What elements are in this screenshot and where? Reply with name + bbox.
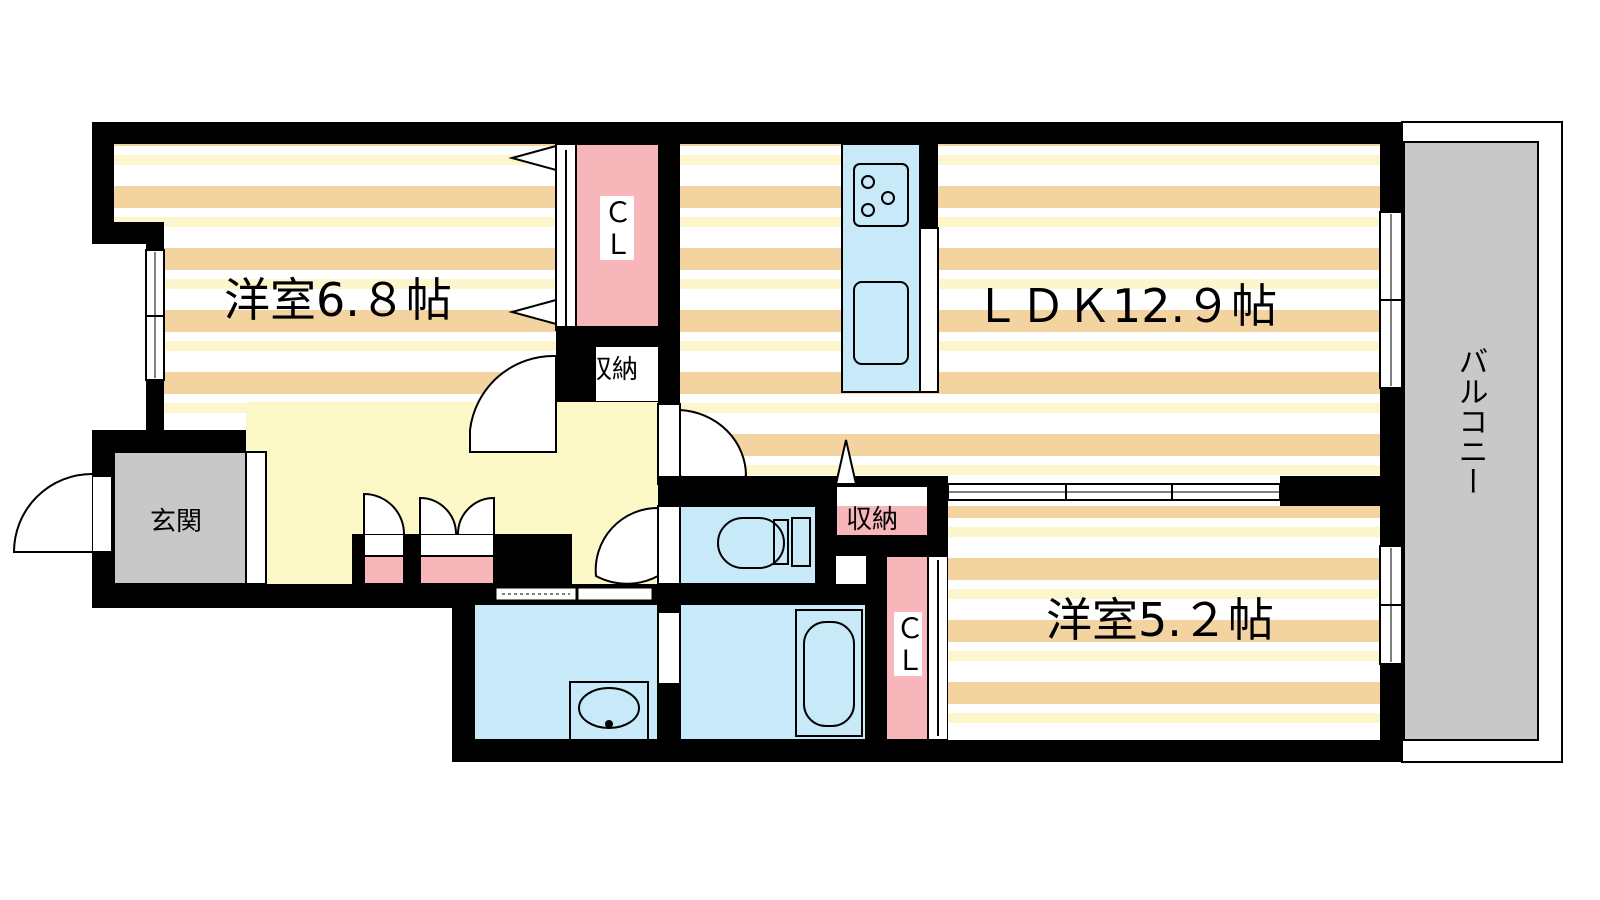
closet-b-label-l: Ｌ [896,644,924,677]
ldk [657,144,1380,506]
kitchen-counter [841,143,939,393]
burner-icon [861,203,875,217]
entrance-label: 玄関 [150,507,202,537]
bathroom [679,556,886,741]
bathtub-icon [803,621,855,727]
windows [145,211,1403,665]
entrance [12,451,267,585]
washbasin-icon [569,681,649,741]
bedroom-a-label: 洋室6.８帖 [224,273,452,327]
balcony [1401,121,1563,763]
toilet-icon [717,517,785,569]
closet-a-label-c: Ｃ [604,196,632,229]
bedroom-a-door [469,354,557,453]
closet-b-label-c: Ｃ [896,612,924,645]
sink-icon [853,281,909,365]
closet-a-label-l: Ｌ [604,228,632,261]
bedroom-b [948,506,1380,740]
storage-upper-label: 収納 [586,355,638,385]
bedroom-b-label: 洋室5.２帖 [1046,593,1274,647]
storage-lower-label: 収納 [846,505,898,535]
toilet-room [594,505,817,585]
hallway [246,402,660,584]
shoe-cabinet [352,492,572,585]
burner-icon [881,191,895,205]
closet-a [508,143,680,346]
ldk-label: ＬＤＫ12.９帖 [974,279,1277,333]
burner-icon [861,175,875,189]
balcony-label: バルコニー [1453,346,1488,496]
